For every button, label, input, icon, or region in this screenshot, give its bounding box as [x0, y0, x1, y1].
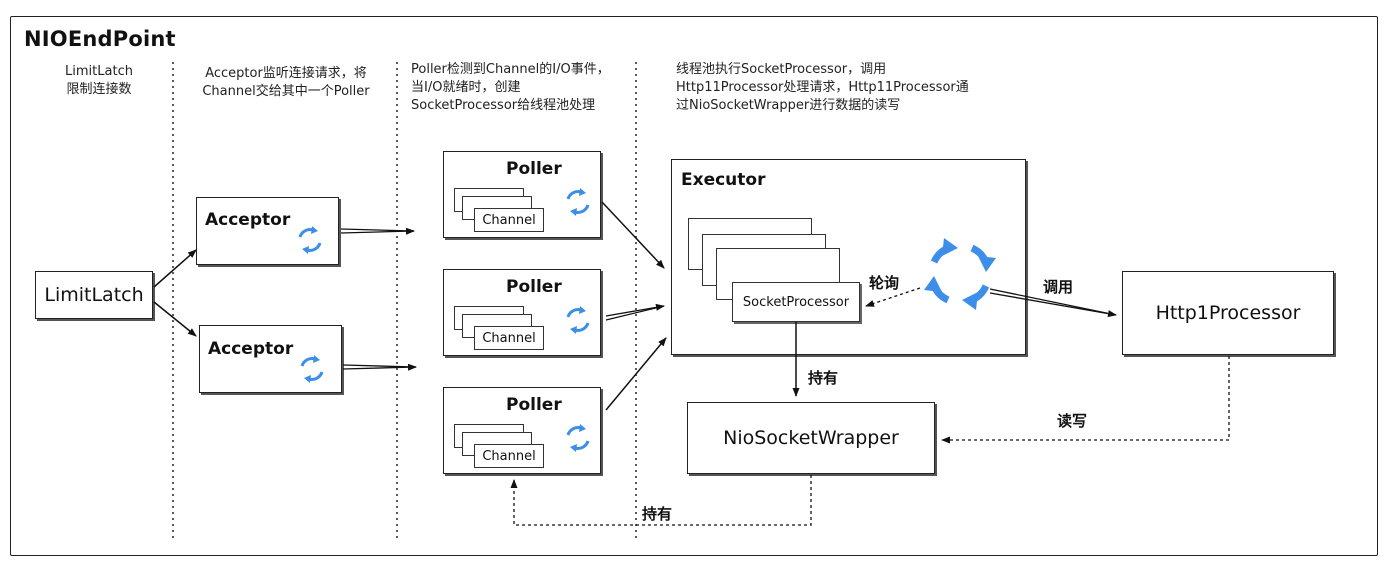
- edge-limitlatch-acceptor2: [153, 301, 197, 337]
- refresh-cycle-icon: [566, 424, 590, 452]
- note-acceptor: Acceptor监听连接请求，将 Channel交给其中一个Poller: [186, 65, 386, 101]
- poller-node[interactable]: Poller Channel: [443, 387, 601, 474]
- refresh-cycle-icon: [924, 238, 996, 310]
- edge-limitlatch-acceptor1: [153, 249, 197, 288]
- edge-poller1-executor: [601, 201, 665, 269]
- diagram-title: NIOEndPoint: [24, 27, 176, 51]
- note-limitlatch: LimitLatch 限制连接数: [40, 63, 158, 99]
- poller-node[interactable]: Poller Channel: [443, 151, 601, 238]
- edge-label-invoke: 调用: [1043, 278, 1074, 296]
- note-line: 当I/O就绪时，创建: [411, 80, 521, 95]
- niosocketwrapper-node[interactable]: NioSocketWrapper: [687, 402, 935, 474]
- note-poller: Poller检测到Channel的I/O事件， 当I/O就绪时，创建 Socke…: [411, 61, 633, 115]
- channel-label: Channel: [482, 448, 536, 464]
- edge-acceptor1-poller: [340, 228, 415, 232]
- note-line: 线程池执行SocketProcessor，调用: [676, 62, 887, 77]
- executor-node[interactable]: Executor SocketProcessor: [671, 159, 1026, 355]
- edge-poller2-executor: [605, 305, 665, 321]
- socketprocessor-label: SocketProcessor: [742, 294, 850, 310]
- channel-label: Channel: [482, 330, 536, 346]
- note-line: Channel交给其中一个Poller: [202, 84, 370, 99]
- socketprocessor-item: SocketProcessor: [732, 282, 860, 322]
- edge-readwrite: [941, 356, 1230, 444]
- poller-label: Poller: [506, 395, 562, 415]
- note-line: Acceptor监听连接请求，将: [205, 66, 367, 81]
- note-line: Poller检测到Channel的I/O事件，: [411, 62, 610, 77]
- limitlatch-label: LimitLatch: [44, 284, 144, 306]
- note-line: Http11Processor处理请求，Http11Processor通: [676, 80, 969, 95]
- niosocketwrapper-label: NioSocketWrapper: [723, 427, 899, 449]
- edge-invoke: [989, 288, 1117, 316]
- note-line: LimitLatch: [65, 64, 133, 79]
- refresh-cycle-icon: [566, 188, 590, 216]
- edge-poller3-executor: [605, 337, 667, 411]
- http1processor-node[interactable]: Http1Processor: [1122, 271, 1334, 355]
- http1processor-label: Http1Processor: [1155, 302, 1301, 324]
- note-executor: 线程池执行SocketProcessor，调用 Http11Processor处…: [676, 61, 996, 115]
- acceptor-node[interactable]: Acceptor: [196, 197, 339, 265]
- acceptor-node[interactable]: Acceptor: [199, 325, 342, 393]
- edge-label-hold: 持有: [642, 505, 673, 523]
- refresh-cycle-icon: [566, 306, 590, 334]
- channel-item: Channel: [474, 326, 544, 350]
- channel-item: Channel: [474, 444, 544, 468]
- note-line: SocketProcessor给线程池处理: [411, 98, 596, 113]
- limitlatch-node[interactable]: LimitLatch: [35, 271, 153, 319]
- acceptor-label: Acceptor: [208, 339, 294, 359]
- edge-label-readwrite: 读写: [1057, 412, 1088, 430]
- poller-label: Poller: [506, 277, 562, 297]
- note-line: 过NioSocketWrapper进行数据的读写: [676, 98, 901, 113]
- edge-label-hold: 持有: [808, 369, 839, 387]
- poller-node[interactable]: Poller Channel: [443, 269, 601, 356]
- edge-label-poll: 轮询: [869, 274, 900, 292]
- poller-label: Poller: [506, 159, 562, 179]
- channel-label: Channel: [482, 212, 536, 228]
- channel-item: Channel: [474, 208, 544, 232]
- note-line: 限制连接数: [66, 82, 132, 97]
- acceptor-label: Acceptor: [205, 210, 291, 230]
- refresh-cycle-icon: [300, 355, 324, 383]
- edge-acceptor2-poller: [342, 364, 417, 368]
- executor-label: Executor: [681, 170, 766, 190]
- edge-hold-channel: [510, 475, 812, 526]
- refresh-cycle-icon: [298, 226, 322, 254]
